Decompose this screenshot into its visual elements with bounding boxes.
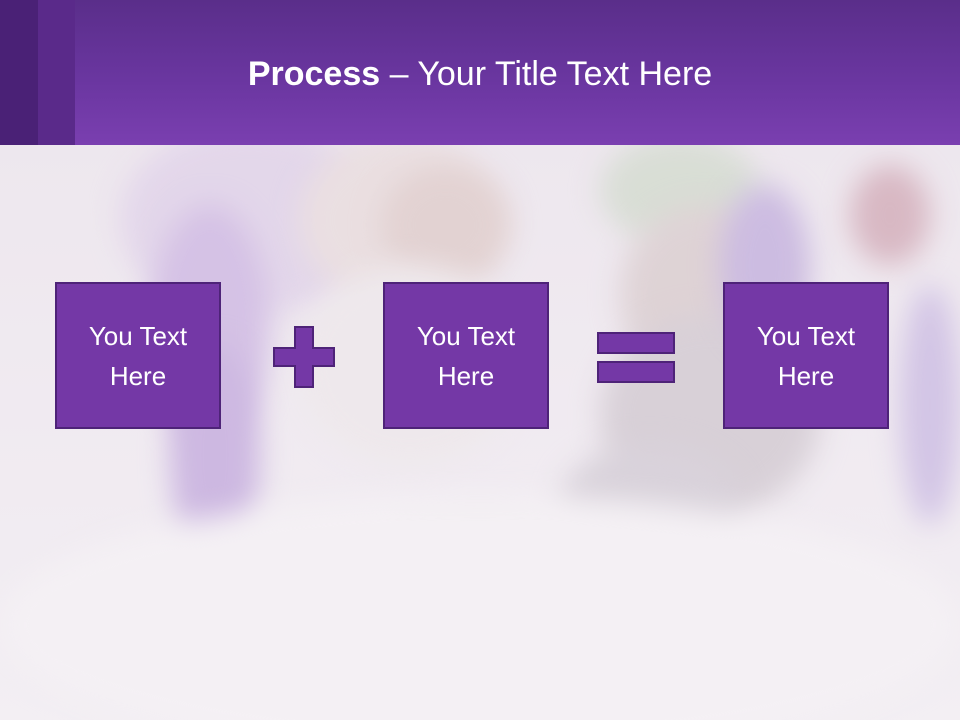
process-box-2: You Text Here (383, 282, 549, 429)
process-box-1: You Text Here (55, 282, 221, 429)
slide-title: Process – Your Title Text Here (0, 52, 960, 96)
wash-overlay (0, 145, 960, 720)
process-box-3: You Text Here (723, 282, 889, 429)
title-bar: Process – Your Title Text Here (0, 0, 960, 145)
process-box-2-text: You Text Here (416, 320, 516, 391)
header-accent-strip (0, 0, 38, 145)
title-bold: Process (247, 55, 381, 93)
header-accent-strip-2 (38, 0, 75, 145)
process-box-1-text: You Text Here (88, 320, 188, 391)
equals-icon (597, 332, 675, 384)
plus-icon (273, 326, 335, 388)
title-rest: – Your Title Text Here (380, 55, 713, 93)
background-photo (0, 145, 960, 720)
process-box-3-text: You Text Here (756, 320, 856, 391)
